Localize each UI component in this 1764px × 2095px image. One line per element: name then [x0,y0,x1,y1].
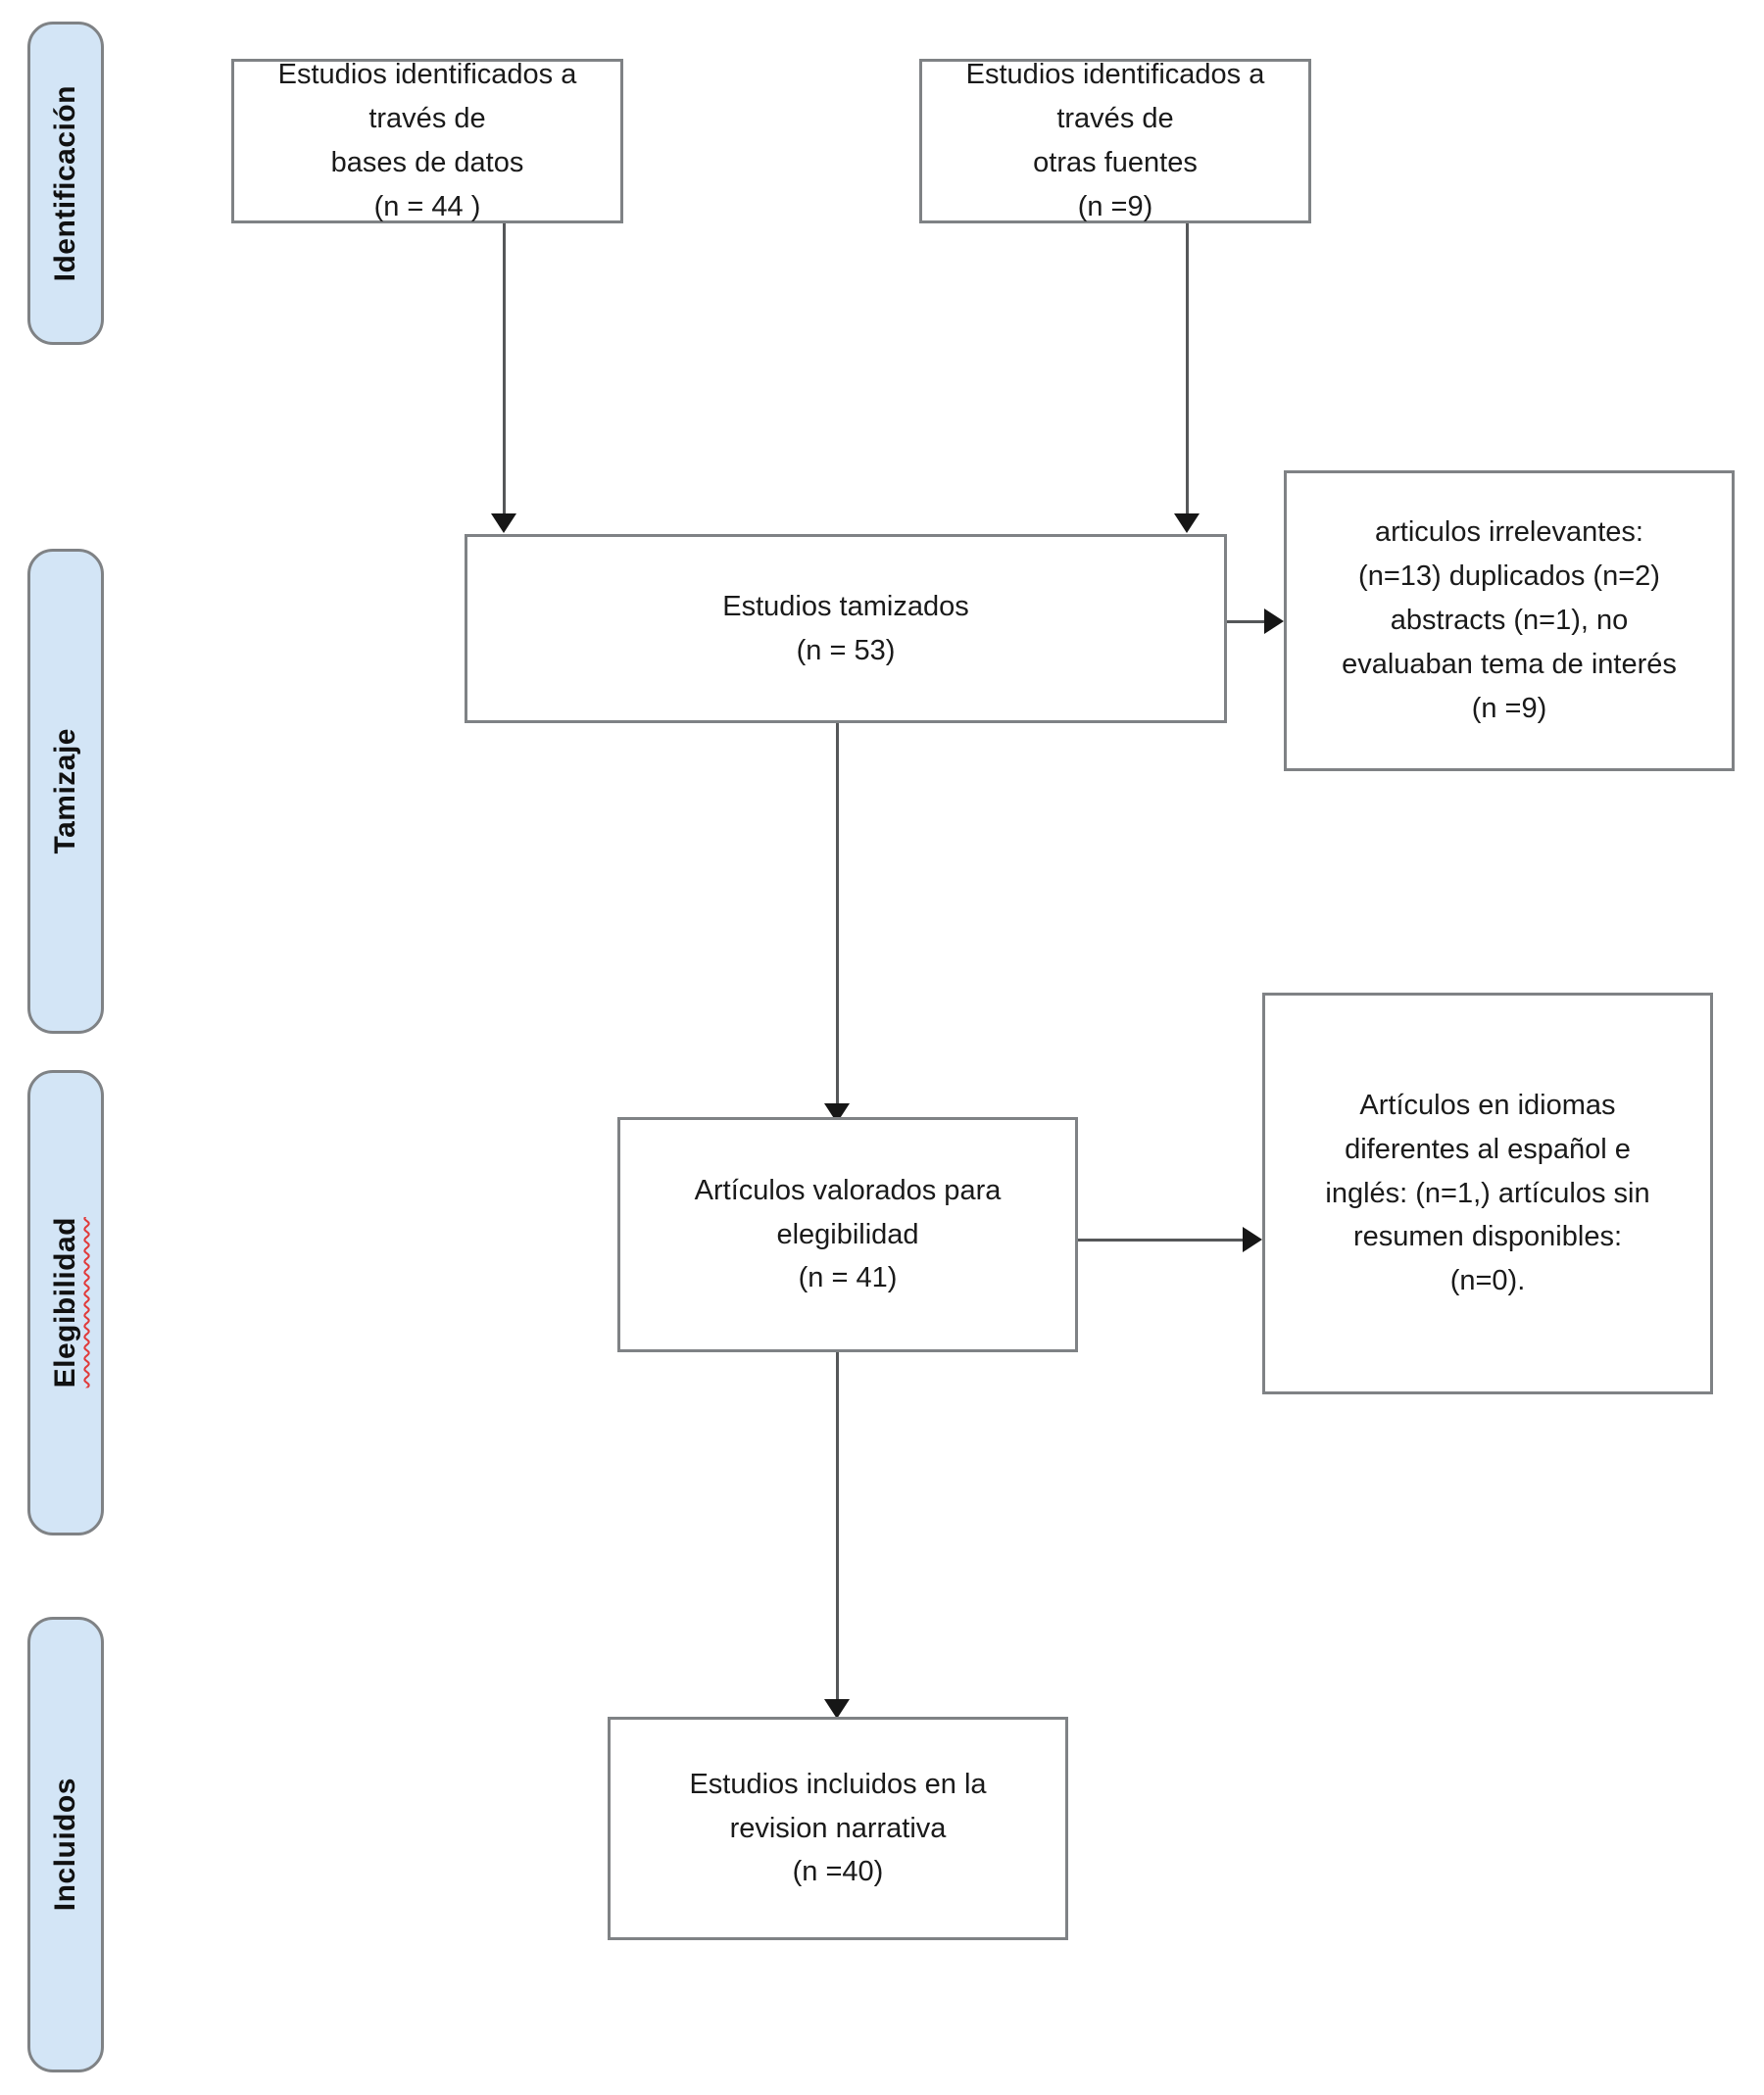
box-identified-databases-text: Estudios identificados a través de bases… [277,59,577,222]
stage-tab-tamizaje-label: Tamizaje [49,728,81,854]
arrow-eligibility-to-included [824,1699,850,1719]
arrow-databases-to-screened [491,513,516,533]
stage-tab-identificacion-label: Identificación [49,84,81,282]
box-identified-other-sources-text: Estudios identificados a través de otras… [965,59,1265,222]
box-identified-databases: Estudios identificados a través de bases… [231,59,623,223]
connector-eligibility-to-language [1078,1239,1247,1242]
connector-eligibility-to-included [836,1352,839,1703]
box-irrelevant-excluded-text: articulos irrelevantes: (n=13) duplicado… [1342,516,1677,724]
arrow-screened-to-irrelevant [1264,609,1284,634]
box-screened-text: Estudios tamizados (n = 53) [722,590,969,666]
stage-tab-identificacion: Identificación [27,22,104,345]
box-language-excluded-text: Artículos en idiomas diferentes al españ… [1325,1089,1650,1297]
connector-other-sources-to-screened [1186,223,1189,517]
stage-tab-incluidos-label: Incluidos [49,1778,81,1912]
box-assessed-eligibility-text: Artículos valorados para elegibilidad (n… [694,1174,1002,1294]
connector-screened-to-eligibility [836,723,839,1107]
connector-screened-to-irrelevant [1227,620,1268,623]
stage-tab-incluidos: Incluidos [27,1617,104,2072]
stage-tab-elegibilidad: Elegibilidad [27,1070,104,1535]
stage-tab-tamizaje: Tamizaje [27,549,104,1034]
stage-tab-elegibilidad-label: Elegibilidad [49,1217,81,1389]
box-included-narrative-review-text: Estudios incluidos en la revision narrat… [689,1768,987,1888]
connector-databases-to-screened [503,223,506,517]
box-language-excluded: Artículos en idiomas diferentes al españ… [1262,993,1713,1394]
arrow-other-sources-to-screened [1174,513,1200,533]
box-included-narrative-review: Estudios incluidos en la revision narrat… [608,1717,1068,1940]
box-screened: Estudios tamizados (n = 53) [465,534,1227,723]
box-irrelevant-excluded: articulos irrelevantes: (n=13) duplicado… [1284,470,1735,771]
box-assessed-eligibility: Artículos valorados para elegibilidad (n… [617,1117,1078,1352]
box-identified-other-sources: Estudios identificados a través de otras… [919,59,1311,223]
arrow-eligibility-to-language [1243,1227,1262,1252]
